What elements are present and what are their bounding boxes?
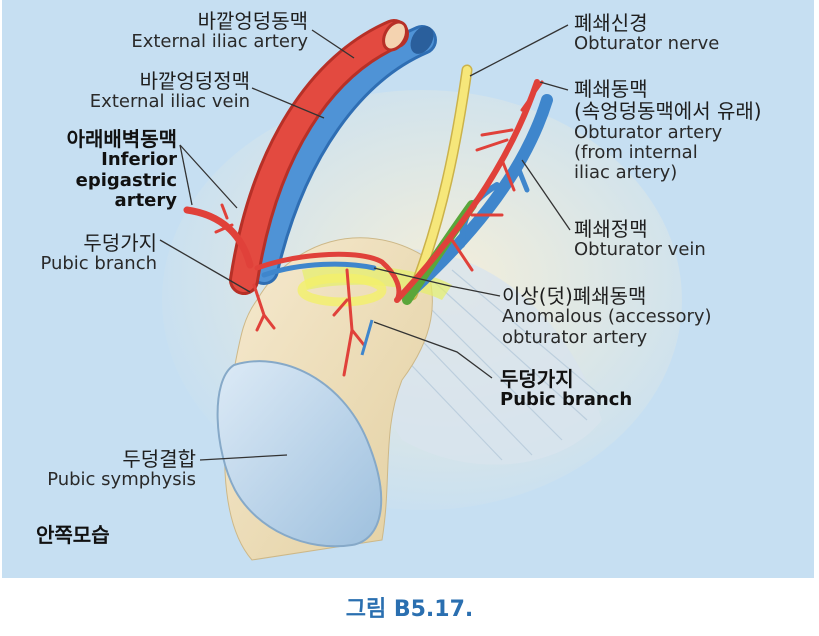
- label-pubic-branch-left-en: Pubic branch: [40, 253, 157, 275]
- band-ring: [297, 273, 387, 307]
- figure-caption: 그림 B5.17.: [345, 597, 474, 622]
- label-inferior-epigastric-ko: 아래배벽동맥: [66, 127, 177, 151]
- label-obturator-artery-ko1: 폐쇄동맥: [574, 77, 648, 101]
- label-pubic-symphysis: 두덩결합 Pubic symphysis: [34, 448, 196, 491]
- pubic-symphysis: [216, 360, 383, 548]
- label-anomalous-obturator-ko: 이상(덧)폐쇄동맥: [502, 284, 647, 308]
- label-anomalous-obturator-en1: Anomalous (accessory): [502, 306, 712, 328]
- label-inferior-epigastric: 아래배벽동맥 Inferior epigastric artery: [2, 128, 177, 211]
- label-external-iliac-vein-en: External iliac vein: [89, 91, 250, 113]
- label-external-iliac-artery-ko: 바깥엉덩동맥: [197, 9, 308, 33]
- label-pubic-branch-left-ko: 두덩가지: [83, 231, 157, 255]
- label-anomalous-obturator: 이상(덧)폐쇄동맥 Anomalous (accessory) obturato…: [502, 285, 712, 348]
- label-inferior-epigastric-en1: Inferior: [101, 149, 177, 171]
- label-pubic-branch-left: 두덩가지 Pubic branch: [22, 232, 157, 275]
- label-pubic-branch-right-en: Pubic branch: [500, 389, 633, 411]
- label-obturator-vein-ko: 폐쇄정맥: [574, 217, 648, 241]
- label-anomalous-obturator-en2: obturator artery: [502, 326, 648, 348]
- label-obturator-vein: 폐쇄정맥 Obturator vein: [574, 218, 706, 261]
- label-obturator-nerve-en: Obturator nerve: [574, 33, 720, 55]
- inferior-epigastric-artery: [183, 206, 254, 269]
- label-obturator-nerve: 폐쇄신경 Obturator nerve: [574, 12, 719, 55]
- label-obturator-nerve-ko: 폐쇄신경: [574, 11, 648, 35]
- label-external-iliac-vein-ko: 바깥엉덩정맥: [139, 69, 250, 93]
- label-obturator-artery: 폐쇄동맥 (속엉덩동맥에서 유래) Obturator artery (from…: [574, 78, 762, 183]
- label-obturator-vein-en: Obturator vein: [574, 239, 706, 261]
- label-external-iliac-artery: 바깥엉덩동맥 External iliac artery: [125, 10, 308, 53]
- label-inferior-epigastric-en2: epigastric: [75, 169, 177, 191]
- obturator-artery: [394, 79, 540, 303]
- label-external-iliac-vein: 바깥엉덩정맥 External iliac vein: [57, 70, 250, 113]
- anomalous-obturator-artery: [254, 251, 402, 303]
- label-inferior-epigastric-en3: artery: [114, 189, 177, 211]
- label-obturator-artery-en2: (from internal: [574, 141, 698, 163]
- label-obturator-artery-en1: Obturator artery: [574, 121, 723, 143]
- anatomy-illustration: [159, 19, 682, 561]
- label-pubic-symphysis-en: Pubic symphysis: [47, 469, 196, 491]
- view-label: 안쪽모습: [36, 523, 110, 547]
- label-obturator-artery-ko2: (속엉덩동맥에서 유래): [574, 99, 762, 124]
- label-pubic-symphysis-ko: 두덩결합: [122, 447, 196, 471]
- label-pubic-branch-right: 두덩가지 Pubic branch: [500, 368, 632, 411]
- illustration-panel: 바깥엉덩동맥 External iliac artery 바깥엉덩정맥 Exte…: [2, 0, 814, 578]
- caption-band: [0, 578, 819, 636]
- label-pubic-branch-right-ko: 두덩가지: [500, 367, 574, 391]
- label-external-iliac-artery-en: External iliac artery: [131, 31, 308, 53]
- label-obturator-artery-en3: iliac artery): [574, 162, 678, 184]
